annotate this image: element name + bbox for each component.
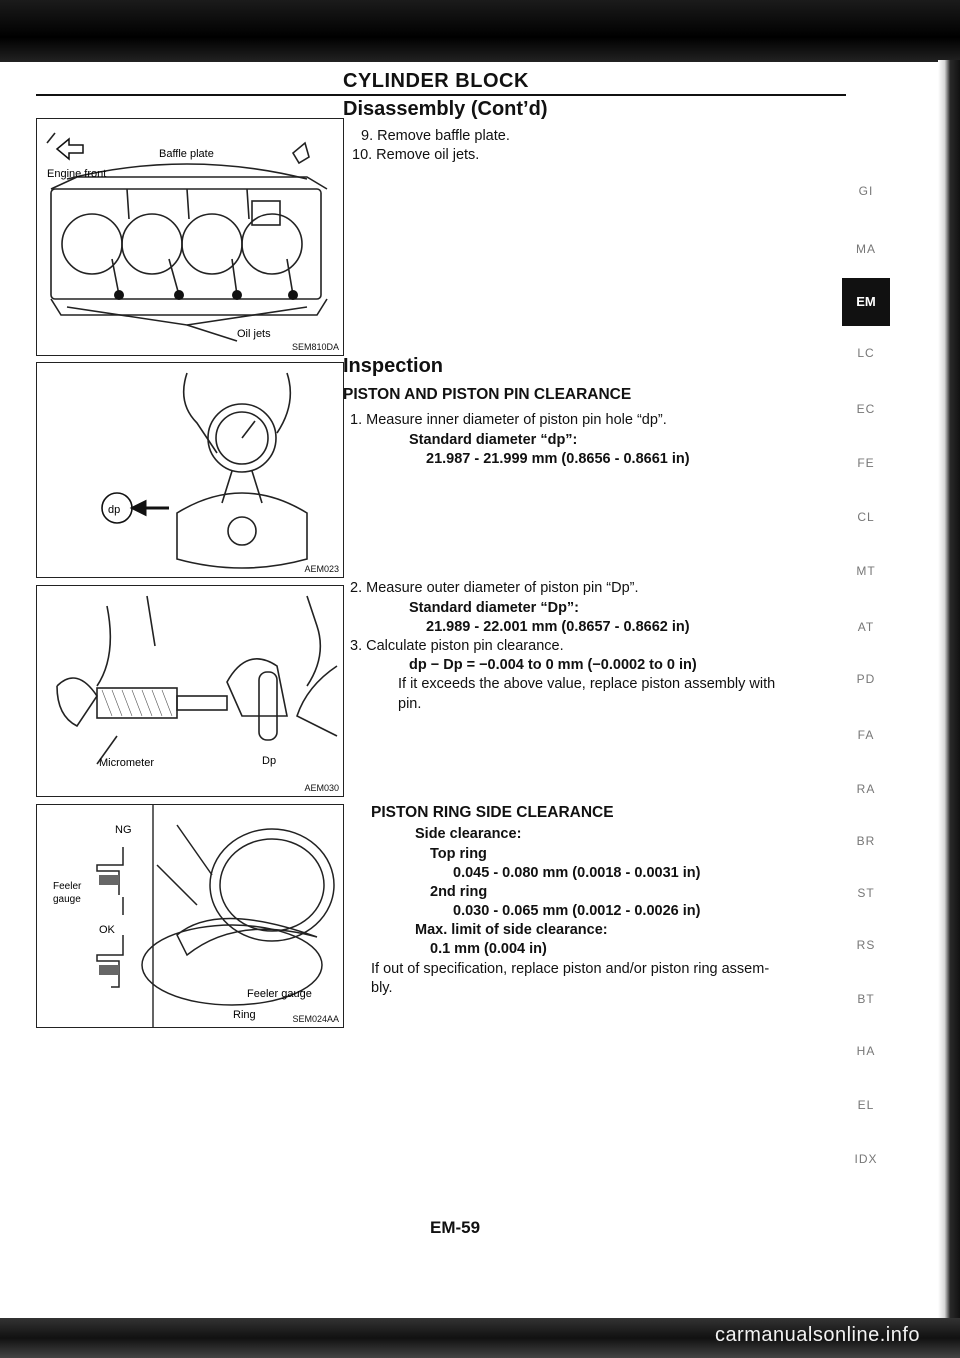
watermark: carmanualsonline.info bbox=[714, 1324, 920, 1346]
side-clearance-label: Side clearance: bbox=[415, 826, 522, 842]
tab-fe[interactable]: FE bbox=[857, 456, 875, 470]
ring-note-2: bly. bbox=[371, 980, 393, 996]
figure-code: SEM810DA bbox=[291, 342, 339, 352]
ng-label: NG bbox=[115, 824, 132, 836]
tab-fa[interactable]: FA bbox=[857, 728, 875, 742]
tab-st[interactable]: ST bbox=[857, 886, 875, 900]
figure-code: AEM030 bbox=[304, 783, 339, 793]
top-scan-border bbox=[0, 0, 960, 62]
pin-note-1: If it exceeds the above value, replace p… bbox=[398, 676, 776, 692]
tab-at[interactable]: AT bbox=[857, 620, 875, 634]
Dp-label: Dp bbox=[262, 755, 276, 767]
std-dp-value: 21.987 - 21.999 mm (0.8656 - 0.8661 in) bbox=[426, 451, 690, 467]
second-ring-value: 0.030 - 0.065 mm (0.0012 - 0.0026 in) bbox=[453, 903, 701, 919]
figure-code: SEM024AA bbox=[292, 1014, 339, 1024]
tab-br[interactable]: BR bbox=[856, 834, 876, 848]
tab-cl[interactable]: CL bbox=[857, 510, 875, 524]
tab-mt[interactable]: MT bbox=[856, 564, 876, 578]
step-9: 9. Remove baffle plate. bbox=[361, 128, 510, 144]
figure-micrometer: Micrometer Dp AEM030 bbox=[36, 585, 344, 797]
figure-code: AEM023 bbox=[304, 564, 339, 574]
dial-gauge-drawing: dp bbox=[101, 372, 308, 569]
ring-note-1: If out of specification, replace piston … bbox=[371, 961, 770, 977]
tab-em[interactable]: EM bbox=[842, 278, 890, 326]
figure-dial-gauge: dp AEM023 bbox=[36, 362, 344, 578]
right-scan-edge bbox=[938, 60, 960, 1320]
tab-gi[interactable]: GI bbox=[858, 184, 874, 198]
arrow-icon bbox=[129, 499, 169, 517]
tab-ec[interactable]: EC bbox=[856, 402, 876, 416]
std-Dp-value: 21.989 - 22.001 mm (0.8657 - 0.8662 in) bbox=[426, 619, 690, 635]
pin-step-1: 1. Measure inner diameter of piston pin … bbox=[350, 412, 667, 428]
step-10: 10. Remove oil jets. bbox=[352, 147, 480, 163]
top-ring-value: 0.045 - 0.080 mm (0.0018 - 0.0031 in) bbox=[453, 865, 701, 881]
engine-front-label: Engine front bbox=[47, 168, 106, 180]
page-title: Disassembly (Cont’d) bbox=[343, 98, 548, 120]
tab-rs[interactable]: RS bbox=[856, 938, 876, 952]
second-ring-label: 2nd ring bbox=[430, 884, 488, 900]
max-limit-value: 0.1 mm (0.004 in) bbox=[430, 941, 547, 957]
pin-step-3: 3. Calculate piston pin clearance. bbox=[350, 638, 564, 654]
tab-bt[interactable]: BT bbox=[857, 992, 875, 1006]
micrometer-drawing: Micrometer Dp bbox=[56, 595, 338, 769]
tab-ma[interactable]: MA bbox=[856, 242, 876, 256]
page-number: EM-59 bbox=[430, 1218, 481, 1237]
oil-jets-label: Oil jets bbox=[237, 328, 271, 340]
cylinder-block-drawing: Engine front Baffle plate Oil jets bbox=[46, 132, 328, 342]
clearance-spec: dp − Dp = −0.004 to 0 mm (−0.0002 to 0 i… bbox=[409, 657, 697, 673]
figure-feeler-gauge: NG OK Feeler gauge Feeler gauge Ring SEM… bbox=[36, 804, 344, 1028]
ok-label: OK bbox=[99, 924, 116, 936]
tab-el[interactable]: EL bbox=[857, 1098, 875, 1112]
micrometer-label: Micrometer bbox=[99, 757, 154, 769]
tab-ha[interactable]: HA bbox=[856, 1044, 876, 1058]
piston-pin-heading: PISTON AND PISTON PIN CLEARANCE bbox=[343, 386, 632, 403]
feeler-label-2: gauge bbox=[53, 894, 81, 905]
pin-step-2: 2. Measure outer diameter of piston pin … bbox=[350, 580, 639, 596]
max-limit-label: Max. limit of side clearance: bbox=[415, 922, 608, 938]
tab-pd[interactable]: PD bbox=[856, 672, 876, 686]
top-ring-label: Top ring bbox=[430, 846, 487, 862]
bottom-scan-border bbox=[0, 1318, 960, 1358]
feeler-gauge-drawing: NG OK Feeler gauge Feeler gauge Ring bbox=[53, 805, 335, 1027]
pin-note-2: pin. bbox=[398, 696, 422, 712]
feeler-label-1: Feeler bbox=[53, 881, 82, 892]
std-Dp-label: Standard diameter “Dp”: bbox=[409, 600, 579, 616]
section-title: CYLINDER BLOCK bbox=[343, 70, 529, 92]
tab-ra[interactable]: RA bbox=[856, 782, 876, 796]
dp-label: dp bbox=[108, 504, 120, 516]
std-dp-label: Standard diameter “dp”: bbox=[409, 432, 578, 448]
header-rule bbox=[36, 94, 846, 96]
ring-side-heading: PISTON RING SIDE CLEARANCE bbox=[371, 804, 614, 821]
tab-lc[interactable]: LC bbox=[857, 346, 875, 360]
ring-label: Ring bbox=[233, 1009, 256, 1021]
feeler-gauge-label: Feeler gauge bbox=[247, 988, 312, 1000]
arrow-icon bbox=[55, 137, 84, 161]
figure-baffle-plate: Engine front Baffle plate Oil jets SEM81… bbox=[36, 118, 344, 356]
inspection-heading: Inspection bbox=[343, 355, 444, 377]
baffle-plate-label: Baffle plate bbox=[159, 148, 214, 160]
tab-idx[interactable]: IDX bbox=[854, 1152, 878, 1166]
